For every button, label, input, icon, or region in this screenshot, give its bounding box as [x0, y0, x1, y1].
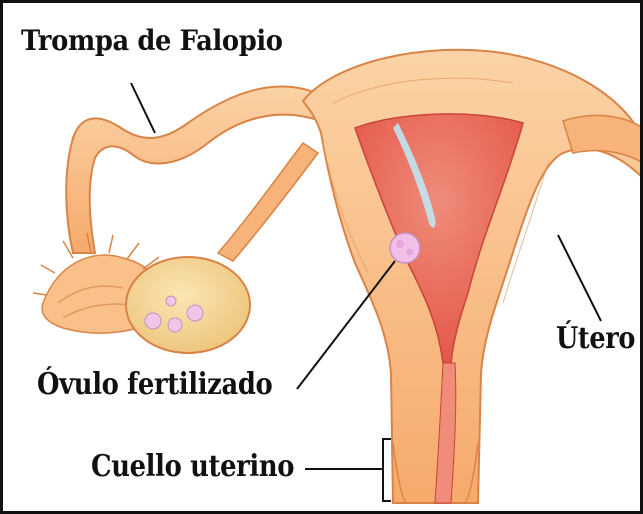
label-fallopian-tube: Trompa de Falopio [21, 27, 283, 55]
cervix-bracket [383, 439, 391, 501]
label-uterus: Útero [556, 324, 635, 354]
label-fertilized-ovum: Óvulo fertilizado [37, 370, 272, 400]
leader-line-uterus [558, 235, 601, 321]
ovary [126, 257, 250, 353]
leader-line-fallopian-tube [131, 83, 155, 133]
uterus-illustration [3, 3, 643, 514]
fertilized-ovum [390, 233, 420, 263]
right-fallopian-tube [563, 115, 643, 163]
label-cervix: Cuello uterino [91, 452, 294, 482]
ovarian-ligament [218, 143, 318, 261]
